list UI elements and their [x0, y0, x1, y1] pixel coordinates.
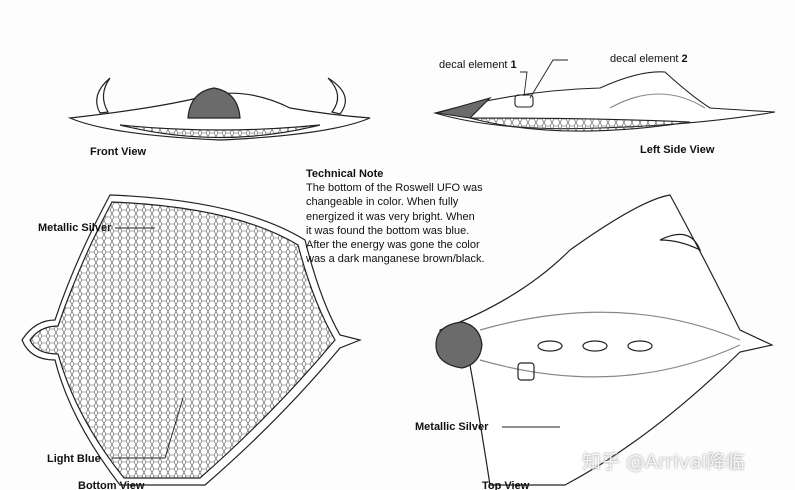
top-view-drawing: [435, 194, 774, 486]
front-view-label: Front View: [90, 146, 147, 158]
decal-1-text: decal element: [439, 59, 511, 71]
decal-element-1-label: decal element 1: [439, 59, 517, 71]
decal-element-2-label: decal element 2: [610, 53, 688, 65]
left-side-view-label: Left Side View: [640, 144, 715, 156]
technical-note-line: changeable in color. When fully: [306, 196, 459, 209]
technical-note-line: After the energy was gone the color: [306, 239, 480, 252]
bottom-view-label: Bottom View: [78, 480, 145, 490]
metallic-silver-top-label: Metallic Silver: [415, 421, 489, 433]
technical-note-line: The bottom of the Roswell UFO was: [306, 182, 483, 195]
front-view-drawing: [67, 77, 371, 141]
watermark: 知乎 @Arrival降临: [582, 451, 745, 473]
decal-1-number: 1: [510, 59, 517, 71]
technical-note-line: was a dark manganese brown/black.: [306, 253, 485, 266]
technical-note-line: it was found the bottom was blue.: [306, 224, 470, 237]
top-view-label: Top View: [482, 480, 530, 490]
decal-2-number: 2: [681, 53, 688, 65]
technical-note-title: Technical Note: [306, 168, 384, 180]
bottom-view-drawing: [21, 194, 362, 486]
metallic-silver-bottom-label: Metallic Silver: [38, 222, 112, 234]
technical-note: Technical Note The bottom of the Roswell…: [306, 167, 521, 266]
technical-note-line: energized it was very bright. When: [306, 210, 475, 223]
light-blue-label: Light Blue: [47, 453, 101, 465]
decal-2-text: decal element: [610, 53, 682, 65]
left-side-view-drawing: [432, 59, 776, 132]
